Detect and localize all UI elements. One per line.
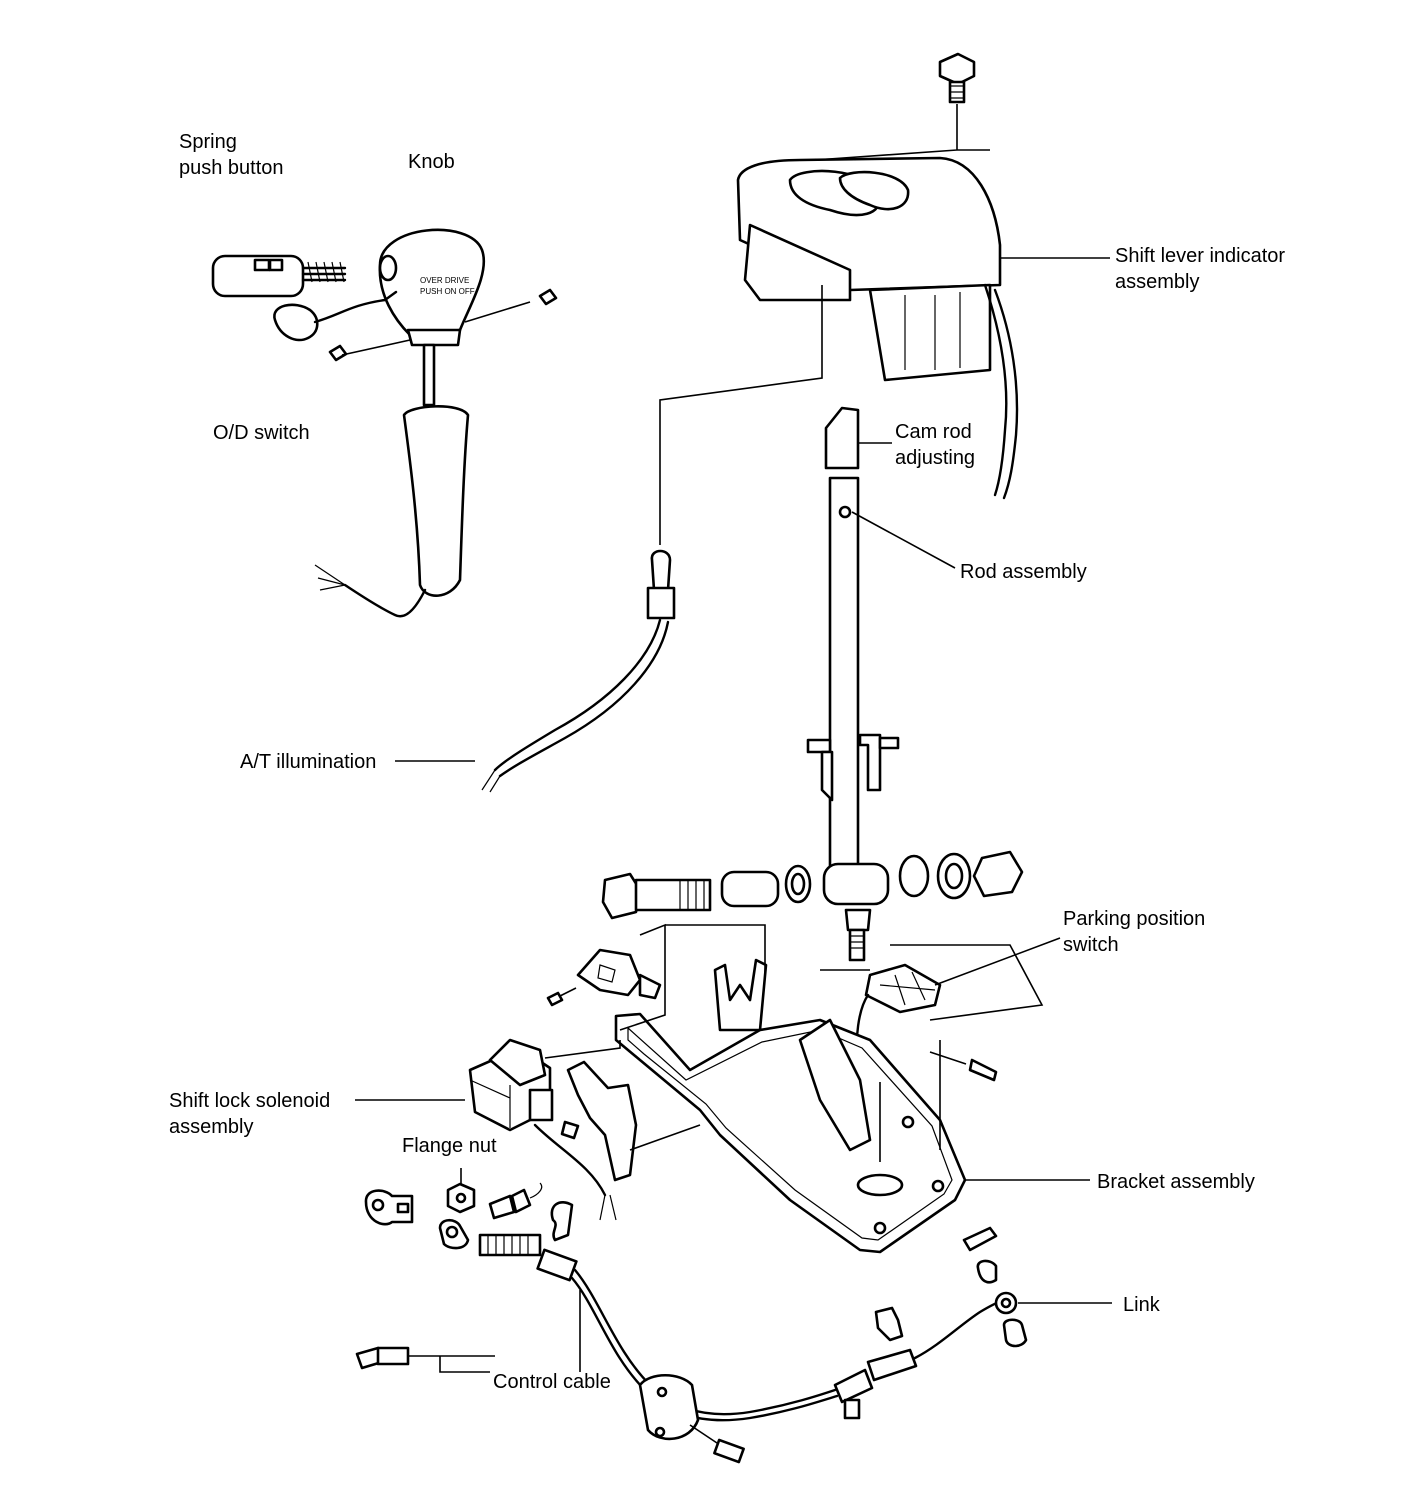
at-illumination: [395, 285, 823, 793]
shift-lock-solenoid-assembly: [355, 1038, 701, 1373]
label-flange-nut: Flange nut: [402, 1135, 497, 1157]
label-spring-push-button: Spring push button: [179, 131, 284, 179]
knob-marking-2: PUSH ON OFF: [420, 287, 475, 296]
label-od-switch: O/D switch: [213, 422, 310, 444]
label-cam-rod-adjusting: Cam rod adjusting: [895, 421, 976, 469]
knob-marking-1: OVER DRIVE: [420, 276, 469, 285]
cable-end-parts: [364, 1182, 574, 1242]
shift-lever: [314, 343, 470, 618]
cam-rod-adjusting: [824, 406, 892, 470]
rod-assembly: [806, 476, 956, 870]
top-bolt: [814, 52, 990, 161]
label-knob: Knob: [408, 151, 455, 173]
knob: OVER DRIVE PUSH ON OFF: [378, 228, 486, 347]
pivot-hardware: [601, 850, 1024, 962]
od-switch: [273, 290, 398, 342]
label-at-illumination: A/T illumination: [240, 751, 377, 773]
label-rod-assembly: Rod assembly: [960, 561, 1087, 583]
label-shift-lever-indicator: Shift lever indicator assembly: [1115, 245, 1286, 293]
label-shift-lock-solenoid: Shift lock solenoid assembly: [169, 1090, 331, 1138]
label-link: Link: [1123, 1294, 1160, 1316]
flange-nut: [446, 1168, 476, 1214]
knob-screws: [328, 288, 558, 362]
label-bracket-assembly: Bracket assembly: [1097, 1171, 1255, 1193]
control-cable: [438, 1218, 1006, 1464]
link-parts: [874, 1226, 1112, 1348]
label-control-cable: Control cable: [493, 1371, 611, 1393]
bracket-assembly: [546, 923, 1090, 1254]
shift-lever-indicator-assembly: [736, 156, 1110, 500]
label-parking-position-switch: Parking position switch: [1063, 908, 1206, 956]
spring-push-button: [211, 254, 347, 298]
